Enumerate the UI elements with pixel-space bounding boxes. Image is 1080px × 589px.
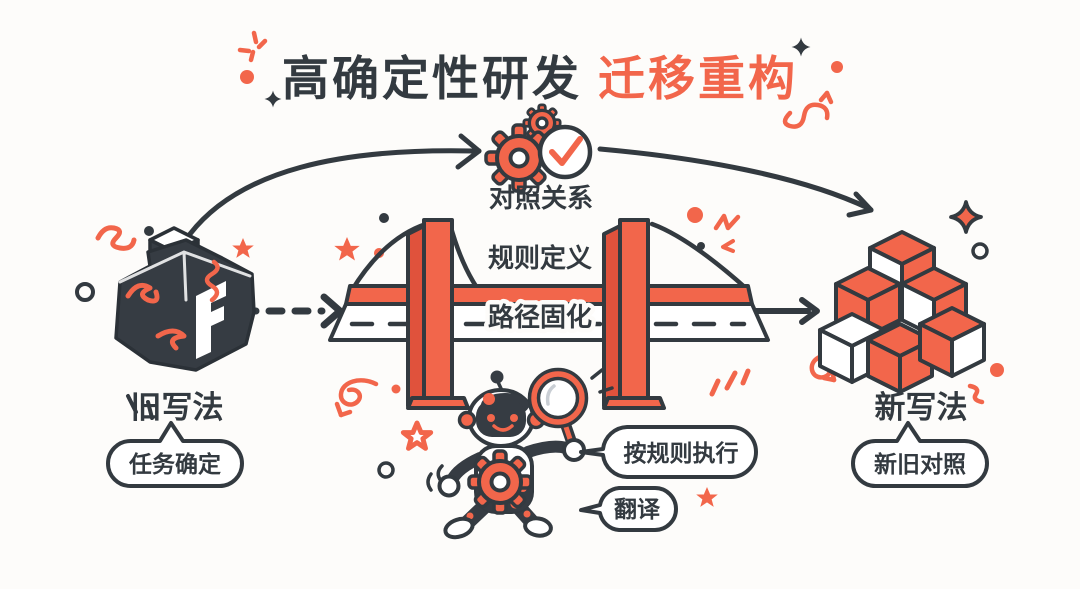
right-node-label: 新写法 [875,390,968,425]
gear-icon [467,449,533,515]
arrow-left-to-gears [187,133,482,237]
left-bubble-label: 任务确定 [128,451,221,477]
curly-arrow-icon [334,378,379,418]
rule-bubble-label: 按规则执行 [624,440,739,466]
decor-sparkles [75,30,1004,507]
curly-arrow-icon [782,90,834,129]
speech-bubble-translate: 翻译 [579,486,678,532]
speech-bubble-right: 新旧对照 [851,421,989,488]
check-badge-icon [537,124,593,180]
old-code-cube-icon [114,226,256,372]
solid-arrow [749,297,820,325]
speech-bubble-rule: 按规则执行 [579,425,758,479]
translate-bubble-label: 翻译 [614,496,661,522]
dashed-arrow [239,293,344,329]
new-code-cubes-icon [818,230,986,394]
speech-bubble-left: 任务确定 [106,421,244,488]
bridge-upper-label: 规则定义 [488,243,592,273]
robot-with-magnifier-and-gear-icon [426,367,614,540]
arrow-gears-to-right [597,146,874,218]
top-node-label: 对照关系 [489,183,593,213]
suspension-bridge-icon [328,218,770,410]
title-accent: 迁移重构 [598,52,798,105]
bridge-road-label: 路径固化 [488,302,592,332]
right-bubble-label: 新旧对照 [874,451,966,477]
title-main: 高确定性研发 [282,52,582,105]
page-title: 高确定性研发迁移重构 [0,40,1080,109]
left-node-label: 旧写法 [131,390,224,425]
